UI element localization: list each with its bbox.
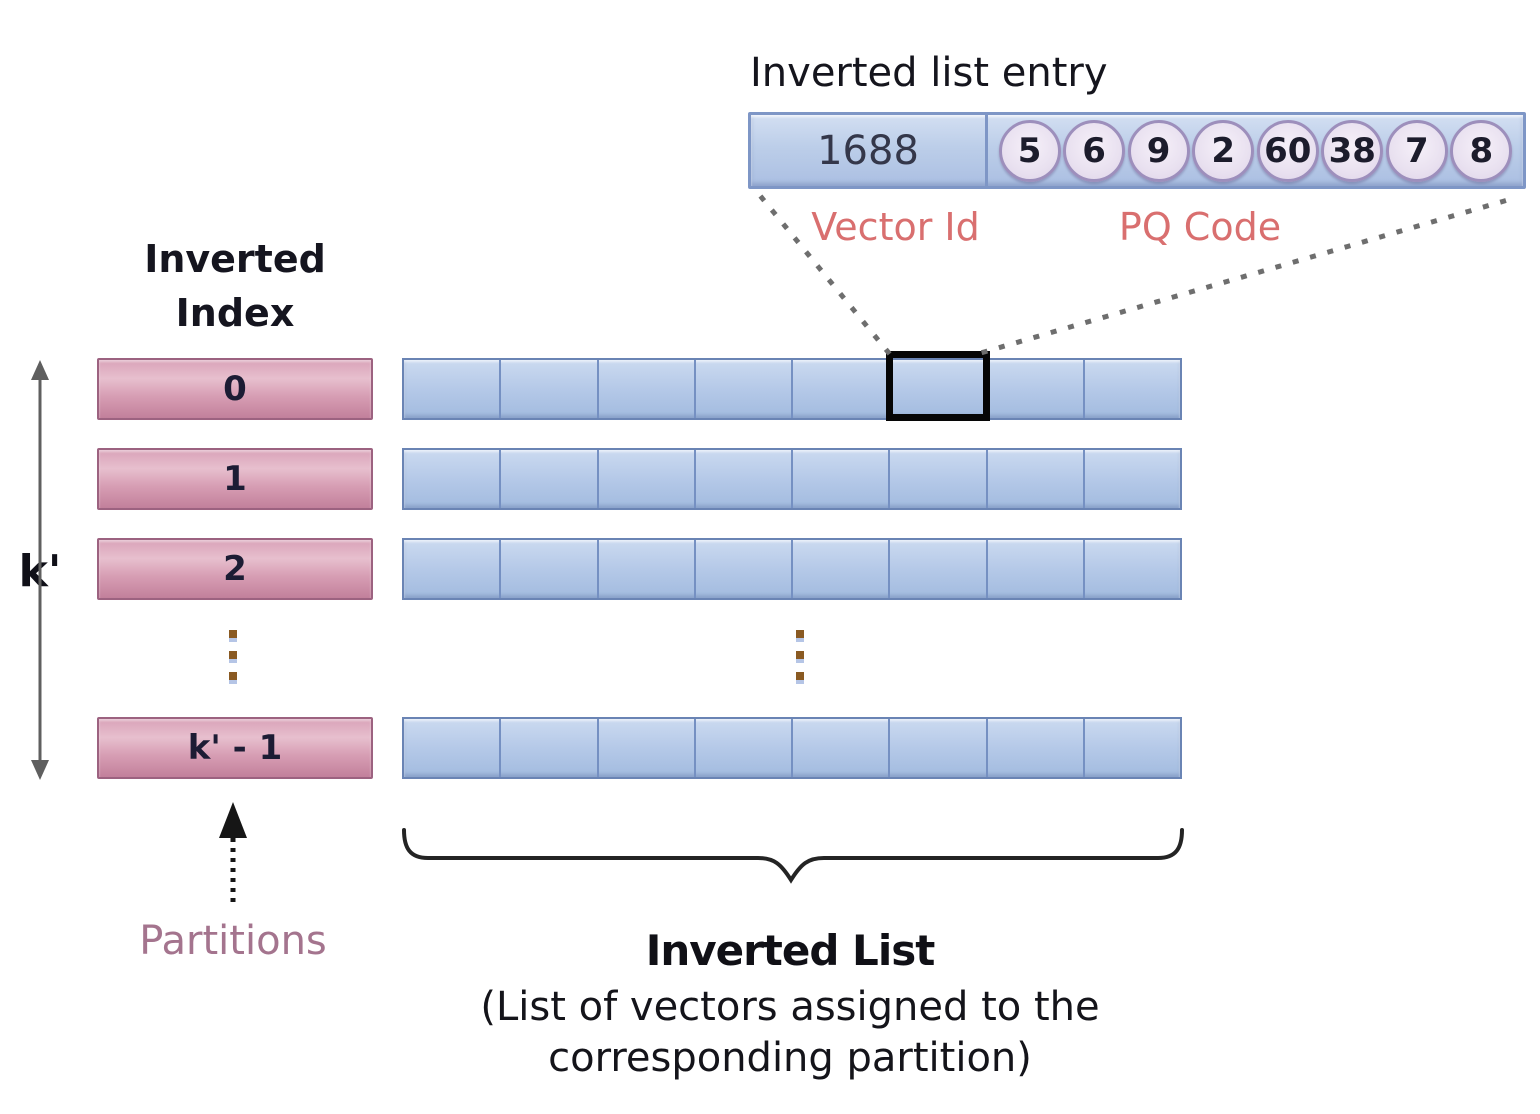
partitions-arrow bbox=[219, 802, 247, 903]
list-cell bbox=[599, 450, 696, 508]
pq-code-circle: 38 bbox=[1321, 119, 1384, 182]
list-cell bbox=[890, 719, 988, 777]
list-cell bbox=[501, 719, 599, 777]
pq-code-circle: 6 bbox=[1063, 119, 1126, 182]
list-cell bbox=[696, 360, 793, 418]
inverted-list-row-0 bbox=[402, 358, 1182, 420]
inverted-index-heading-line2: Index bbox=[175, 291, 295, 335]
pq-code-circle: 60 bbox=[1256, 119, 1319, 182]
list-cell bbox=[793, 360, 891, 418]
list-cell bbox=[599, 719, 696, 777]
list-cell bbox=[599, 540, 696, 598]
inverted-index-heading: Inverted Index bbox=[97, 232, 373, 340]
partition-box-0: 0 bbox=[97, 358, 373, 420]
list-cell bbox=[1085, 540, 1180, 598]
vector-id-label: Vector Id bbox=[811, 205, 980, 249]
list-cell bbox=[696, 540, 793, 598]
inverted-list-row-2 bbox=[402, 538, 1182, 600]
pq-code-circle: 5 bbox=[998, 119, 1061, 182]
list-cell bbox=[404, 450, 502, 508]
inverted-list-entry-box: 1688 5 6 9 2 60 38 7 8 bbox=[748, 112, 1526, 189]
pq-code-label: PQ Code bbox=[1118, 205, 1282, 249]
inverted-index-heading-line1: Inverted bbox=[144, 237, 326, 281]
list-cell bbox=[696, 719, 793, 777]
list-cell bbox=[793, 450, 891, 508]
inverted-list-row-1 bbox=[402, 448, 1182, 510]
inverted-list-brace bbox=[402, 828, 1184, 884]
pq-code-circle: 7 bbox=[1385, 119, 1448, 182]
inverted-list-row-k-1 bbox=[402, 717, 1182, 779]
partitions-label: Partitions bbox=[139, 918, 327, 964]
list-cell bbox=[988, 360, 1085, 418]
list-cell bbox=[599, 360, 696, 418]
list-cell bbox=[501, 360, 599, 418]
list-cell bbox=[404, 719, 502, 777]
partition-box-1: 1 bbox=[97, 448, 373, 510]
vector-id-value: 1688 bbox=[751, 115, 988, 186]
partition-box-k-1: k' - 1 bbox=[97, 717, 373, 779]
pq-code-circle: 2 bbox=[1192, 119, 1255, 182]
list-cell bbox=[793, 719, 891, 777]
inverted-list-caption-title: Inverted List bbox=[645, 926, 936, 975]
list-cell bbox=[988, 719, 1085, 777]
list-ellipsis bbox=[796, 630, 804, 693]
partition-box-2: 2 bbox=[97, 538, 373, 600]
entry-title: Inverted list entry bbox=[750, 50, 1108, 96]
list-cell bbox=[1085, 450, 1180, 508]
pq-code-group: 5 6 9 2 60 38 7 8 bbox=[988, 115, 1523, 186]
list-cell bbox=[1085, 719, 1180, 777]
list-cell bbox=[404, 540, 502, 598]
list-cell bbox=[1085, 360, 1180, 418]
inverted-list-caption-line1: (List of vectors assigned to the bbox=[480, 984, 1100, 1030]
list-cell bbox=[501, 540, 599, 598]
k-prime-label: k' bbox=[18, 546, 62, 597]
list-cell bbox=[890, 450, 988, 508]
list-cell bbox=[501, 450, 599, 508]
list-cell bbox=[793, 540, 891, 598]
inverted-list-caption-line2: corresponding partition) bbox=[548, 1035, 1032, 1081]
list-cell bbox=[988, 450, 1085, 508]
list-cell bbox=[696, 450, 793, 508]
list-cell bbox=[404, 360, 502, 418]
pq-code-circle: 8 bbox=[1450, 119, 1513, 182]
list-cell bbox=[890, 540, 988, 598]
pq-code-circle: 9 bbox=[1127, 119, 1190, 182]
highlighted-list-entry-cell bbox=[886, 351, 990, 421]
list-cell bbox=[988, 540, 1085, 598]
index-ellipsis bbox=[229, 630, 237, 693]
